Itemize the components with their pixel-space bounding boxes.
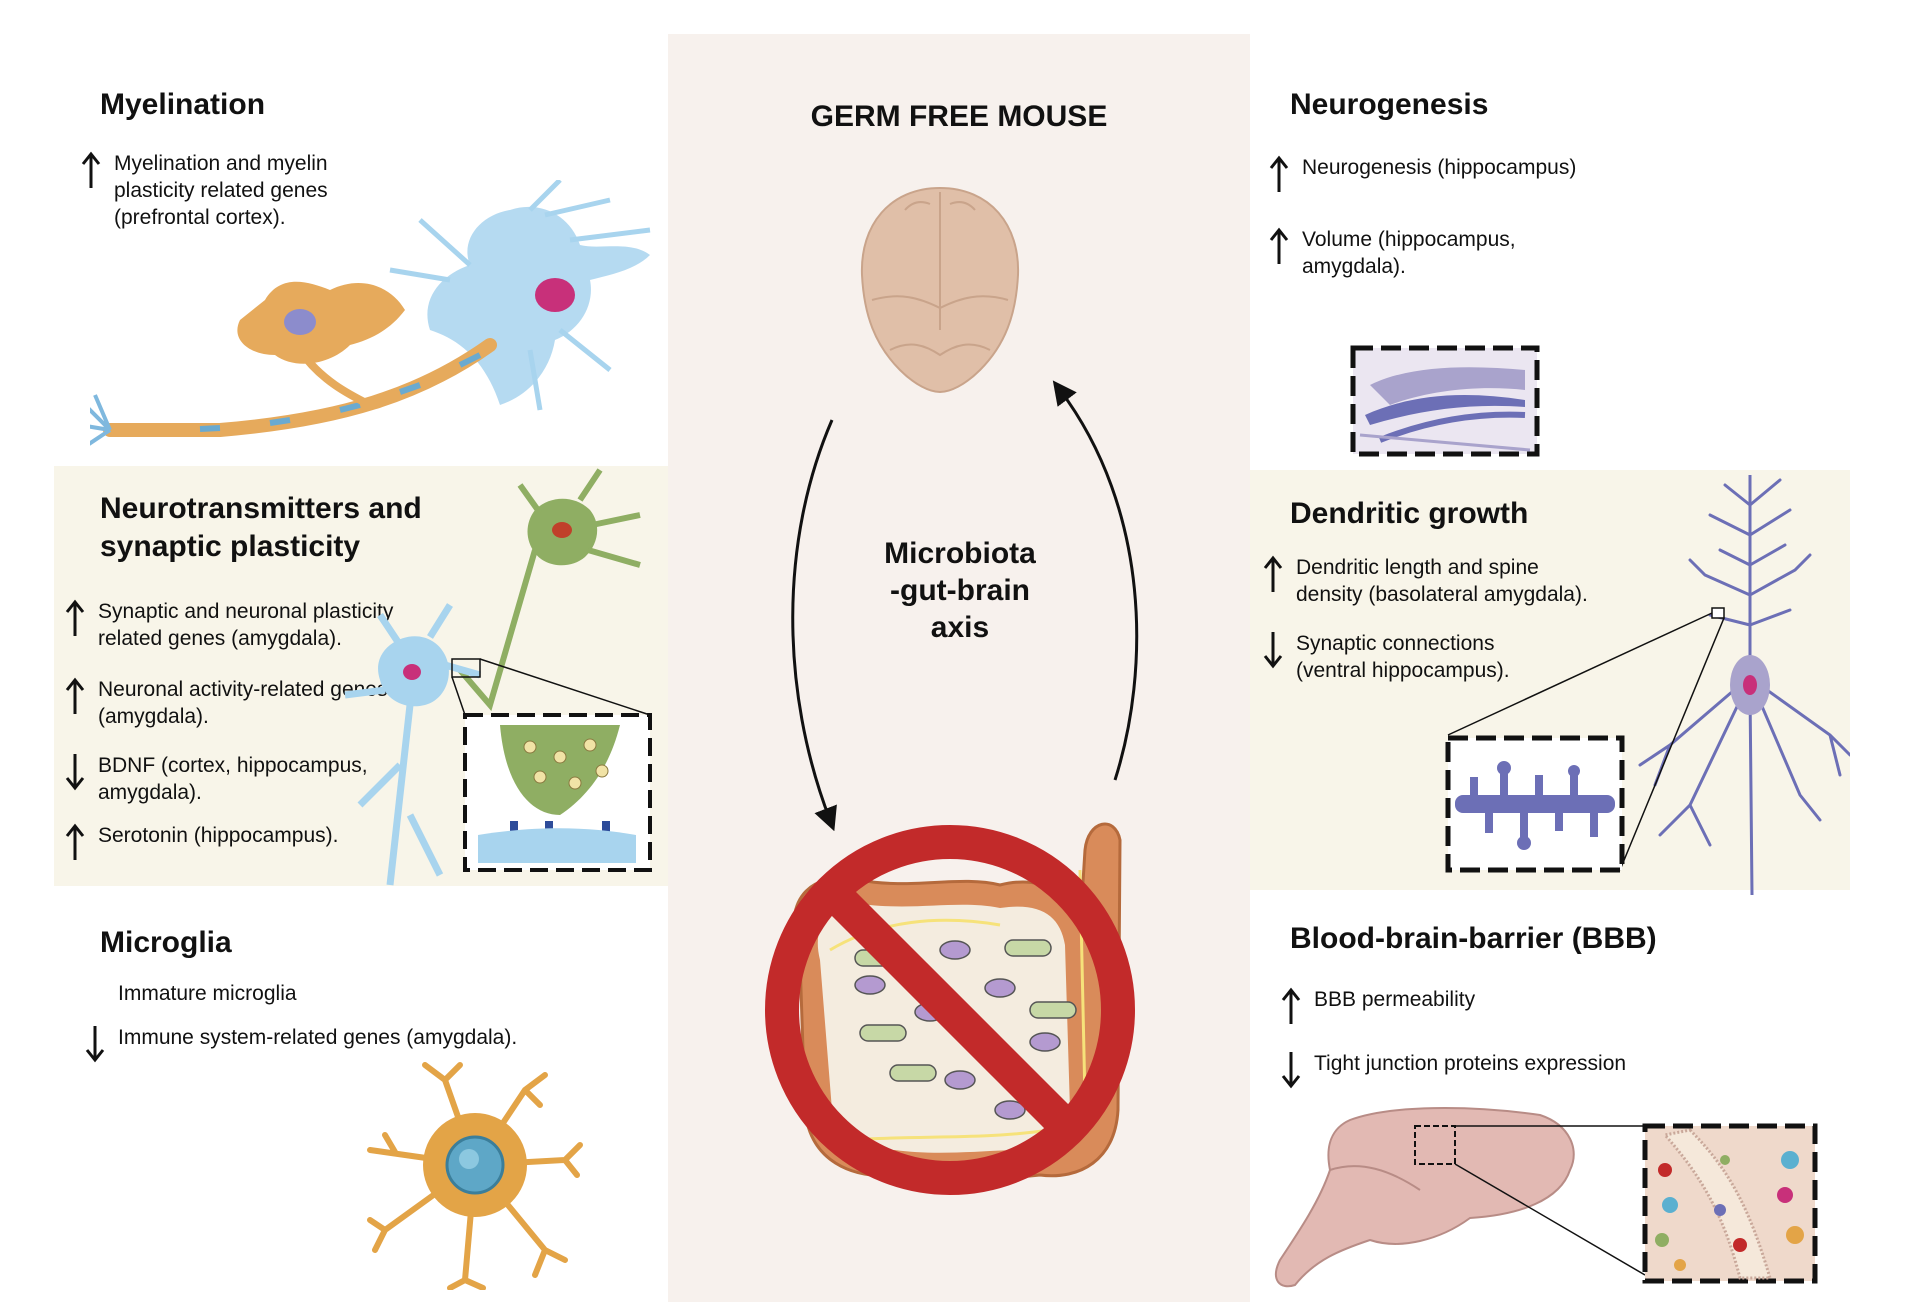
up-arrow-icon [64, 822, 86, 862]
brain-bbb-section-illustration [1275, 1107, 1818, 1288]
bbb-item-1-text: BBB permeability [1314, 988, 1476, 1011]
myelination-title: Myelination [100, 88, 266, 121]
bbb-item-2: Tight junction proteins expression [1280, 1050, 1626, 1090]
down-arrow-icon [84, 1024, 106, 1064]
microglia-item-1: Immature microglia [84, 980, 297, 1007]
neurotransmitters-item-4: Serotonin (hippocampus). [64, 822, 338, 862]
dendritic-spine-zoom-illustration [1445, 735, 1625, 873]
up-arrow-icon [1268, 154, 1290, 194]
neurotransmitters-item-2-text: Neuronal activity-related genes (amygdal… [98, 678, 388, 728]
microglia-item-1-text: Immature microglia [118, 982, 297, 1005]
neurotransmitters-item-4-text: Serotonin (hippocampus). [98, 824, 339, 847]
microglia-cell-illustration [367, 1062, 583, 1290]
gut-brain-axis-arrows [791, 380, 1139, 832]
up-arrow-icon [1268, 226, 1290, 266]
dendritic-item-1: Dendritic length and spine density (baso… [1262, 554, 1588, 608]
bbb-item-2-text: Tight junction proteins expression [1314, 1052, 1627, 1075]
down-arrow-icon [1262, 630, 1284, 670]
neurogenesis-item-1: Neurogenesis (hippocampus) [1268, 154, 1576, 194]
microbiota-gut-brain-axis-label: Microbiota -gut-brain axis [884, 537, 1036, 644]
up-arrow-icon [1262, 554, 1284, 594]
center-title: GERM FREE MOUSE [810, 100, 1108, 133]
up-arrow-icon [80, 150, 102, 190]
dendritic-item-1-text: Dendritic length and spine density (baso… [1296, 556, 1588, 606]
myelination-item-1-text: Myelination and myelin plasticity relate… [114, 152, 328, 229]
microglia-item-2: Immune system-related genes (amygdala). [84, 1024, 517, 1064]
dendritic-item-2: Synaptic connections (ventral hippocampu… [1262, 630, 1510, 684]
prohibited-gut-microbiota-illustration [765, 822, 1135, 1195]
neurotransmitters-item-1-text: Synaptic and neuronal plasticity related… [98, 600, 394, 650]
up-arrow-icon [64, 598, 86, 638]
neurotransmitters-item-1: Synaptic and neuronal plasticity related… [64, 598, 393, 652]
synapse-neurons-illustration [344, 468, 652, 886]
neurogenesis-item-2: Volume (hippocampus, amygdala). [1268, 226, 1516, 280]
neurogenesis-title: Neurogenesis [1290, 88, 1489, 121]
neurogenesis-item-2-text: Volume (hippocampus, amygdala). [1302, 228, 1516, 278]
neurogenesis-item-1-text: Neurogenesis (hippocampus) [1302, 156, 1577, 179]
dendritic-title: Dendritic growth [1290, 497, 1529, 530]
hippocampus-section-illustration [1350, 345, 1540, 457]
down-arrow-icon [64, 752, 86, 792]
bbb-item-1: BBB permeability [1280, 986, 1475, 1026]
down-arrow-icon [1280, 1050, 1302, 1090]
myelinated-neuron-illustration [90, 180, 651, 446]
neurotransmitters-title: Neurotransmitters and synaptic plasticit… [100, 492, 422, 563]
microglia-title: Microglia [100, 926, 232, 959]
dendritic-item-2-text: Synaptic connections (ventral hippocampu… [1296, 632, 1510, 682]
neurotransmitters-item-2: Neuronal activity-related genes (amygdal… [64, 676, 388, 730]
germ-free-mouse-brain-illustration [860, 186, 1020, 394]
up-arrow-icon [64, 676, 86, 716]
neurotransmitters-item-3-text: BDNF (cortex, hippocampus, amygdala). [98, 754, 368, 804]
neurotransmitters-item-3: BDNF (cortex, hippocampus, amygdala). [64, 752, 368, 806]
up-arrow-icon [1280, 986, 1302, 1026]
myelination-item-1: Myelination and myelin plasticity relate… [80, 150, 328, 231]
microglia-item-2-text: Immune system-related genes (amygdala). [118, 1026, 518, 1049]
pyramidal-neuron-dendrites-illustration [1447, 475, 1850, 895]
bbb-title: Blood-brain-barrier (BBB) [1290, 922, 1657, 955]
